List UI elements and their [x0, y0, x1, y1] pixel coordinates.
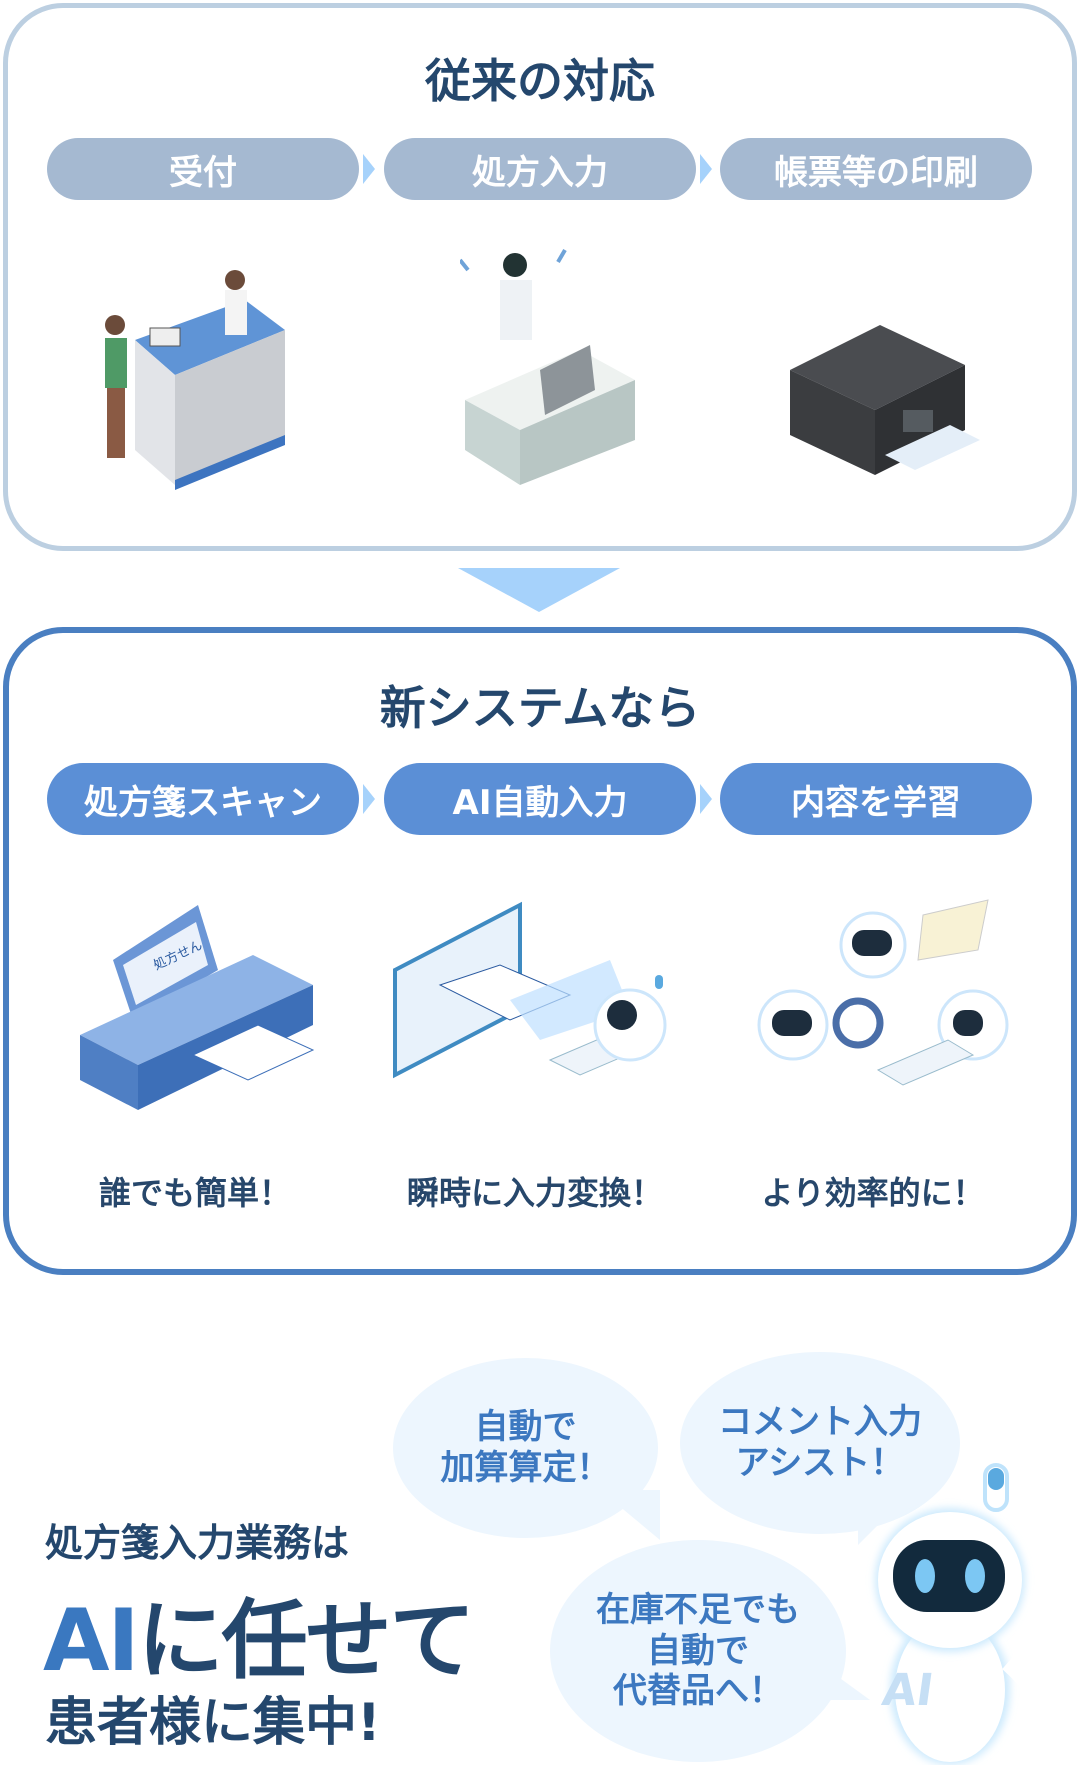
robot-label: AI	[879, 1665, 937, 1716]
printer-illustration	[790, 325, 980, 475]
promo-headline-ai: AI	[43, 1591, 140, 1691]
bubble-text: アシスト！	[735, 1443, 905, 1483]
chevron-right-icon	[700, 784, 712, 814]
promo-line3: 患者様に集中!	[45, 1693, 381, 1753]
chevron-right-icon	[363, 154, 375, 184]
chevron-right-icon	[700, 154, 712, 184]
down-arrow-icon	[458, 568, 620, 612]
promo-line1: 処方箋入力業務は	[45, 1521, 350, 1565]
bubble-text: 代替品へ！	[613, 1671, 783, 1712]
stressed-pharmacist-desk-illustration	[460, 248, 635, 485]
new-flow-title: 新システムなら	[379, 681, 701, 735]
bubble-text: 自動で	[474, 1407, 577, 1448]
caption-easy: 誰でも簡単！	[98, 1174, 291, 1212]
bubble-text: コメント入力	[718, 1402, 922, 1443]
reception-counter-illustration	[105, 270, 285, 490]
learning-robots-illustration	[757, 899, 1009, 1086]
old-flow-title: 従来の対応	[425, 54, 655, 108]
bubble-text: 加算算定！	[440, 1448, 611, 1488]
new-step-scan: 処方箋スキャン	[47, 763, 359, 835]
caption-efficient: より効率的に！	[761, 1174, 985, 1212]
old-step-prescription-input: 処方入力	[384, 138, 696, 200]
bubble-text: 自動で	[647, 1630, 749, 1671]
promo-headline: AIに任せて	[43, 1570, 476, 1695]
ai-robot-illustration: AI	[849, 1463, 1067, 1765]
scanner-illustration: 処方せん	[80, 905, 315, 1110]
new-step-learn: 内容を学習	[720, 763, 1032, 835]
old-step-reception: 受付	[47, 138, 359, 200]
chevron-right-icon	[363, 784, 375, 814]
speech-bubble-auto-calc: 自動で 加算算定！	[393, 1358, 658, 1538]
promo-headline-rest: に任せて	[137, 1591, 476, 1691]
speech-bubble-comment-assist: コメント入力 アシスト！	[680, 1352, 960, 1534]
speech-bubble-substitute: 在庫不足でも 自動で 代替品へ！	[550, 1540, 846, 1762]
new-step-ai-input: AI自動入力	[384, 763, 696, 835]
caption-instant: 瞬時に入力変換！	[406, 1174, 663, 1212]
bubble-text: 在庫不足でも	[596, 1589, 800, 1630]
ai-input-monitor-illustration	[393, 901, 667, 1079]
old-step-print: 帳票等の印刷	[720, 138, 1032, 200]
